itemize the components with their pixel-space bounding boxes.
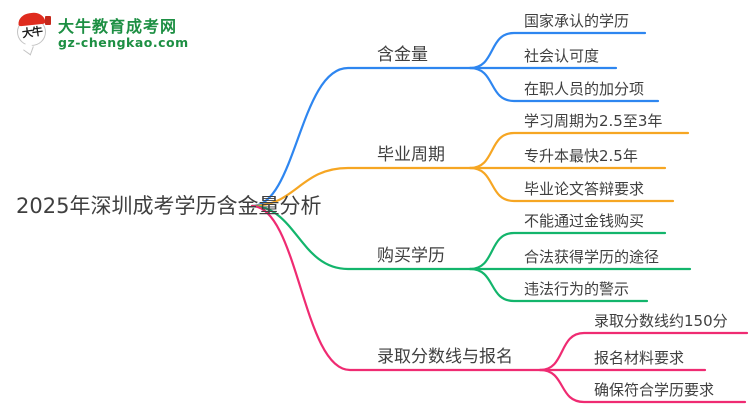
link-branch4-spine [250, 204, 542, 372]
leaf-node: 录取分数线约150分 [594, 312, 728, 330]
brand-title: 大牛教育成考网 [58, 17, 178, 36]
leaf-node: 学习周期为2.5至3年 [524, 112, 663, 130]
branch-node-goumai-xueli: 购买学历 [377, 246, 445, 266]
leaf-node: 社会认可度 [524, 47, 600, 65]
link-branch1-child3 [468, 66, 660, 103]
brand-logo: 大牛 大牛教育成考网 gz-chengkao.com [16, 11, 189, 56]
leaf-node: 报名材料要求 [594, 349, 685, 367]
leaf-node: 确保符合学历要求 [594, 381, 715, 399]
brand-logo-text: 大牛教育成考网 gz-chengkao.com [58, 12, 189, 50]
link-branch3-child3 [468, 267, 649, 303]
leaf-node: 在职人员的加分项 [524, 80, 645, 98]
link-branch4-child1 [538, 331, 749, 372]
link-branch2-child3 [468, 166, 675, 203]
leaf-node: 专升本最快2.5年 [524, 147, 638, 165]
brand-logo-icon: 大牛 [16, 11, 52, 56]
brand-url: gz-chengkao.com [58, 35, 189, 50]
mindmap-root-node: 2025年深圳成考学历含金量分析 [16, 194, 322, 218]
branch-node-hanjinliang: 含金量 [377, 45, 428, 65]
red-seal-icon [45, 16, 51, 25]
leaf-node: 违法行为的警示 [524, 280, 630, 298]
leaf-node: 合法获得学历的途径 [524, 248, 660, 266]
link-branch1-spine [250, 66, 472, 208]
link-branch3-child1 [468, 231, 667, 271]
leaf-node: 毕业论文答辩要求 [524, 180, 645, 198]
link-branch1-child1 [468, 31, 647, 70]
link-branch2-child1 [468, 131, 690, 170]
link-branch3-spine [250, 204, 472, 271]
link-branch2-spine [250, 166, 472, 208]
branch-node-luqu-fenshuxian: 录取分数线与报名 [377, 347, 513, 367]
leaf-node: 不能通过金钱购买 [524, 212, 645, 230]
link-branch4-child3 [538, 368, 747, 404]
branch-node-biye-zhouqi: 毕业周期 [377, 145, 445, 165]
logo-bubble-text: 大牛 [20, 24, 43, 40]
leaf-node: 国家承认的学历 [524, 12, 630, 30]
